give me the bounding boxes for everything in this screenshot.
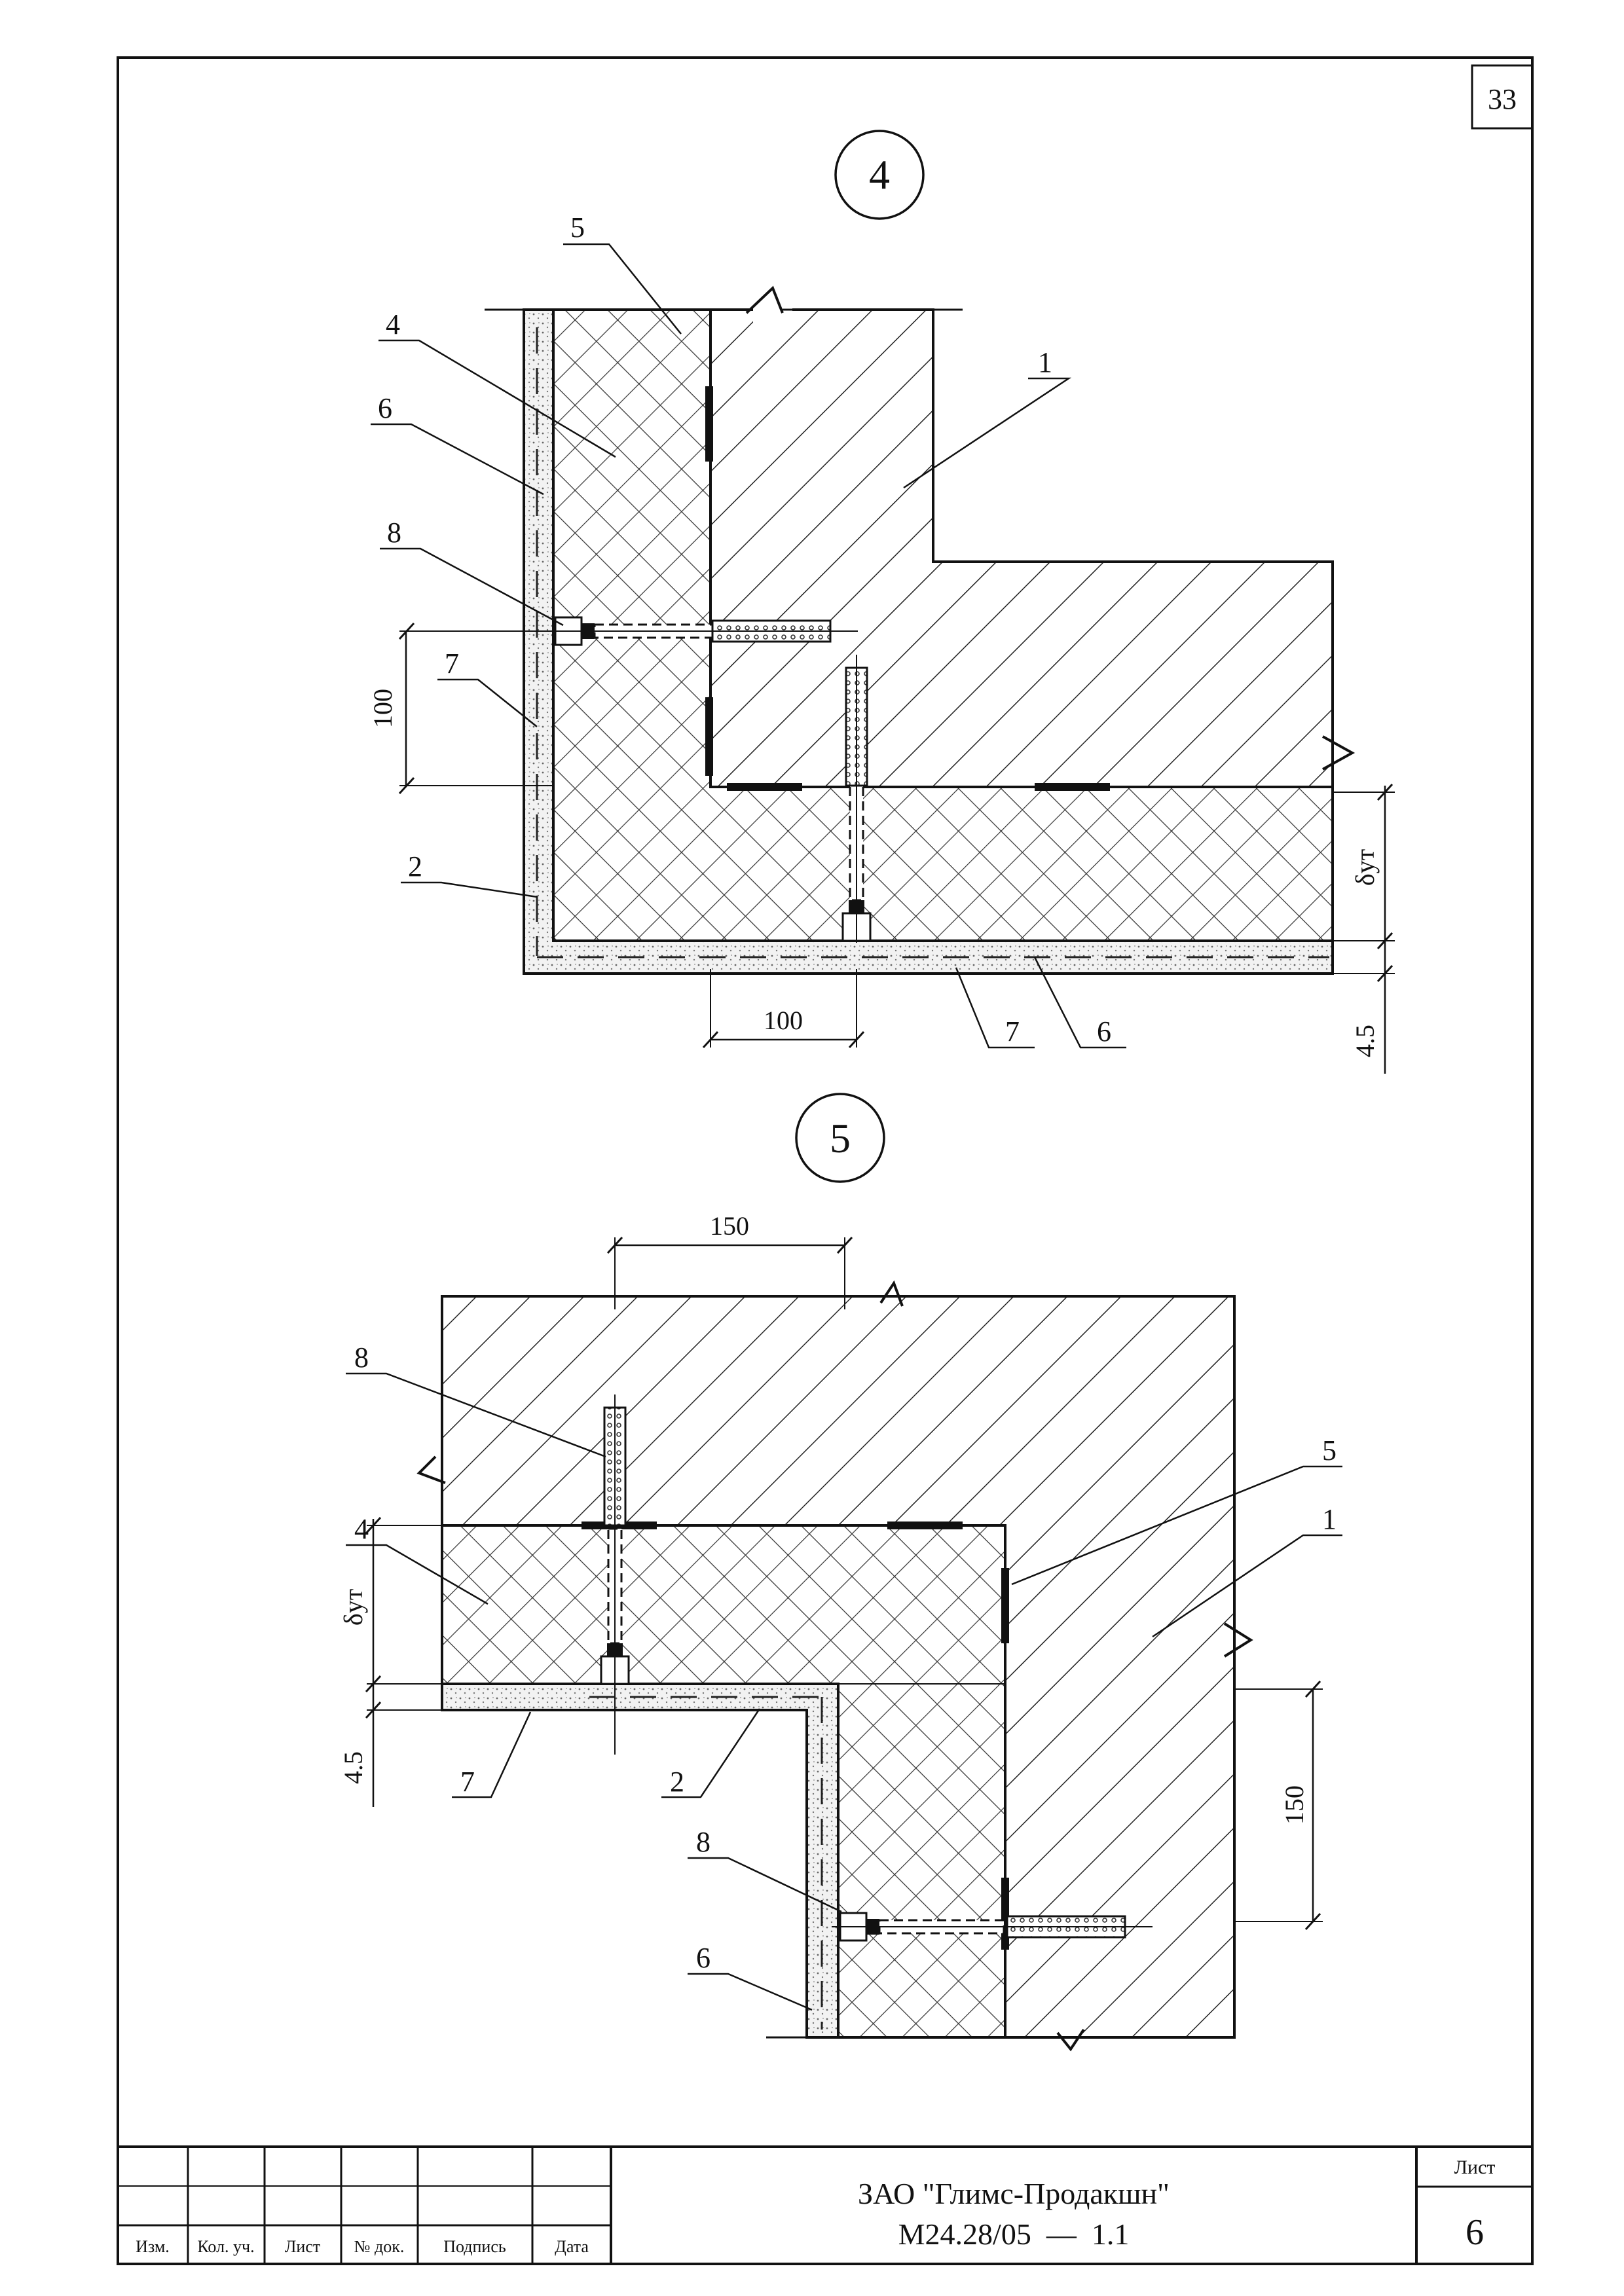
detail-4-dim-plaster: 4.5 [1350, 1025, 1380, 1057]
sheet-frame [117, 56, 1534, 2265]
detail-4-callout-7b: 7 [1005, 1015, 1020, 1048]
detail-4-dim-horizontal: 100 [764, 1006, 803, 1035]
title-sheet-value: 6 [1466, 2212, 1484, 2253]
detail-5-insulation [441, 1524, 1006, 2039]
detail-4-concrete-wall [709, 308, 1334, 788]
detail-5-dim-top: 150 [710, 1211, 749, 1241]
detail-5-callout-2: 2 [670, 1766, 684, 1798]
detail-4-marker-circle [834, 130, 925, 220]
detail-5-marker-circle [795, 1093, 885, 1183]
title-organization: ЗАО "Глимс-Продакшн" [858, 2177, 1170, 2210]
title-col-date: Дата [555, 2237, 589, 2256]
detail-5-callout-4: 4 [354, 1513, 369, 1545]
detail-5-anchor-horizontal [832, 1912, 1153, 1942]
title-col-list: Лист [285, 2237, 320, 2256]
detail-4-anchor-vertical [841, 655, 872, 943]
detail-5-callout-8b: 8 [696, 1826, 710, 1858]
detail-5-dim-plaster: 4.5 [339, 1751, 368, 1784]
detail-4-callout-1: 1 [1038, 346, 1052, 378]
detail-4: 4 [368, 130, 1395, 1074]
detail-5-plaster [441, 1683, 840, 2039]
detail-5-marker: 5 [830, 1115, 851, 1161]
title-col-izm: Изм. [136, 2237, 170, 2256]
detail-5-callout-6: 6 [696, 1942, 710, 1974]
title-col-doc: № док. [354, 2237, 405, 2256]
detail-4-callout-2: 2 [408, 850, 422, 883]
title-sheet-label: Лист [1454, 2157, 1496, 2178]
detail-5-dim-right: 150 [1280, 1785, 1309, 1825]
detail-4-dim-insulation: δут [1350, 849, 1380, 886]
detail-4-callout-8: 8 [387, 517, 401, 549]
detail-4-callout-6b: 6 [1097, 1015, 1111, 1048]
detail-4-callout-7: 7 [445, 647, 459, 680]
detail-5-dim-insulation: δут [339, 1589, 368, 1626]
sheet-number-box [1471, 64, 1534, 130]
detail-4-callout-4: 4 [386, 308, 400, 340]
title-block: Изм. Кол. уч. Лист № док. Подпись Дата З… [118, 2145, 1532, 2264]
detail-4-dim-vertical: 100 [368, 689, 397, 728]
sheet-number-top: 33 [1488, 83, 1517, 115]
detail-5-anchor-vertical [600, 1394, 630, 1755]
detail-5-callout-8: 8 [354, 1341, 369, 1374]
detail-5-callout-5: 5 [1322, 1434, 1337, 1467]
detail-4-anchor-horizontal [553, 616, 858, 646]
title-document-code: М24.28/05 — 1.1 [898, 2217, 1130, 2251]
detail-5-callout-1: 1 [1322, 1503, 1337, 1535]
title-col-kol-uch: Кол. уч. [197, 2237, 254, 2256]
detail-4-marker: 4 [869, 151, 890, 198]
title-col-signature: Подпись [443, 2237, 506, 2256]
detail-5-callout-7: 7 [460, 1766, 475, 1798]
detail-5: 5 [339, 1093, 1342, 2052]
detail-4-callout-5: 5 [570, 211, 585, 244]
detail-4-callout-6: 6 [378, 392, 392, 424]
